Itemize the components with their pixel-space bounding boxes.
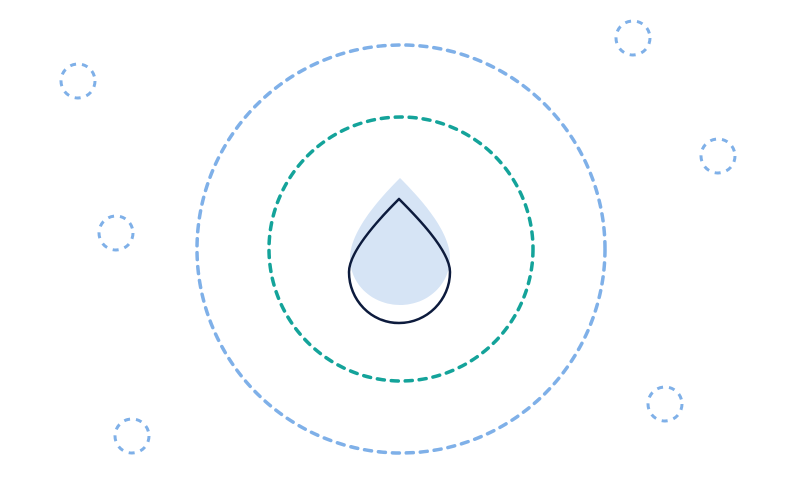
water-drop-icon [347,178,452,325]
water-drop-outline [347,197,452,325]
small-dashed-circle-bottom-left [113,417,151,455]
outer-ripple-ring [195,43,607,455]
small-dashed-circle-mid-left [97,214,135,252]
water-drop-fill [350,178,450,305]
inner-ripple-ring [267,115,535,383]
small-dashed-circle-top-right [614,19,652,57]
small-dashed-circle-bottom-right [646,385,684,423]
small-dashed-circle-mid-right [699,137,737,175]
small-dashed-circle-top-left [59,62,97,100]
